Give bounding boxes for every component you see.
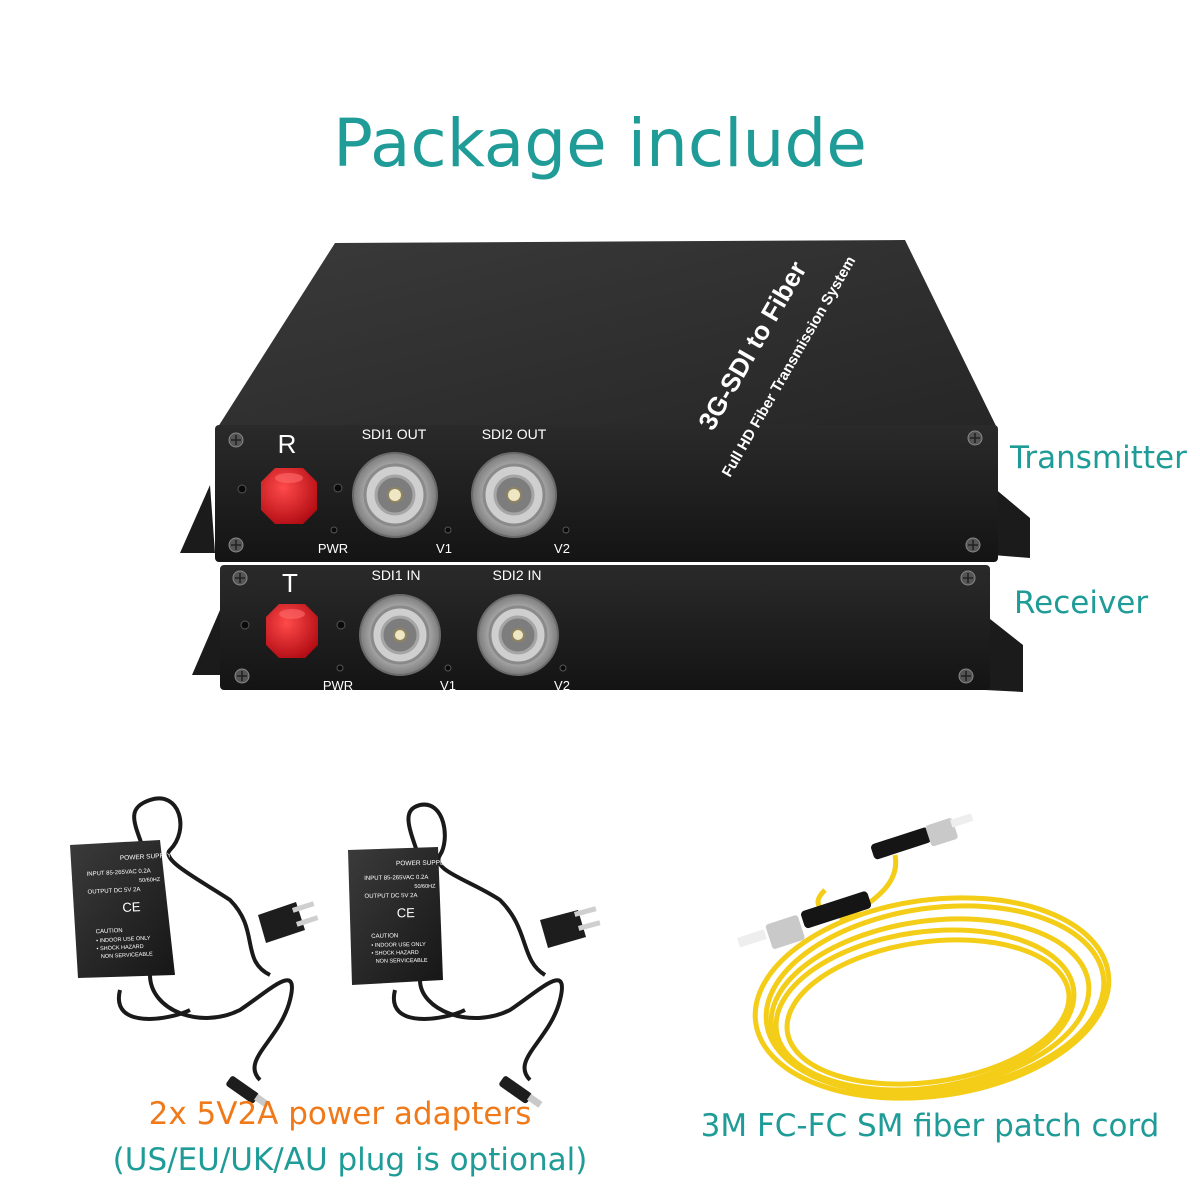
- power-caption-line1: 2x 5V2A power adapters: [148, 1096, 532, 1132]
- adapter-body: [70, 840, 175, 978]
- power-cable: [148, 974, 294, 1082]
- adapter-line: • SHOCK HAZARD: [371, 950, 418, 957]
- screw-icon: [234, 668, 250, 684]
- device-front-panel: [220, 565, 990, 690]
- screw-icon: [965, 537, 981, 553]
- fiber-caption: 3M FC-FC SM fiber patch cord: [700, 1108, 1160, 1144]
- transmitter-label: Transmitter: [1010, 440, 1187, 476]
- v1-label: V1: [436, 541, 452, 556]
- device-top-lid: [216, 240, 998, 430]
- port-label-sdi2: SDI2 IN: [492, 567, 541, 583]
- power-cable: [418, 978, 564, 1082]
- screw-icon: [958, 668, 974, 684]
- ce-mark: CE: [122, 899, 141, 915]
- led-indicator: [240, 620, 250, 630]
- dc-plug-icon: [226, 1076, 270, 1108]
- plug-icon: [258, 901, 319, 943]
- led-indicator: [336, 620, 346, 630]
- adapter-freq: 50/60HZ: [414, 884, 436, 890]
- ce-mark: CE: [397, 905, 416, 920]
- receiver-unit: T SDI1 IN SDI2 IN PWR V1 V2: [192, 565, 1023, 693]
- left-mount-ear: [192, 610, 224, 675]
- power-cable: [132, 796, 271, 977]
- v2-label: V2: [554, 541, 570, 556]
- adapter-output: OUTPUT DC 5V 2A: [364, 893, 417, 900]
- v1-label: V1: [440, 678, 456, 693]
- screw-icon: [960, 570, 976, 586]
- bnc-port-icon[interactable]: [352, 452, 438, 538]
- power-cable: [406, 802, 547, 977]
- screw-icon: [228, 432, 244, 448]
- led-indicator: [336, 664, 344, 672]
- adapter-input: INPUT 85-265VAC 0.2A: [87, 868, 151, 877]
- adapter-freq: 50/60HZ: [139, 877, 161, 884]
- left-mount-ear: [180, 485, 215, 553]
- port-label-sdi1: SDI1 OUT: [362, 426, 427, 442]
- adapter-caution: CAUTION: [371, 933, 398, 939]
- led-indicator: [559, 664, 567, 672]
- v2-label: V2: [554, 678, 570, 693]
- screw-icon: [967, 430, 983, 446]
- adapter-line: NON SERVICEABLE: [376, 958, 428, 965]
- adapter-line: NON SERVICEABLE: [101, 951, 153, 960]
- fc-connector-icon: [737, 891, 872, 949]
- led-indicator: [330, 526, 338, 534]
- led-indicator: [444, 526, 452, 534]
- unit-letter: T: [282, 568, 298, 598]
- adapter-input: INPUT 85-265VAC 0.2A: [364, 875, 428, 882]
- screw-icon: [232, 570, 248, 586]
- adapter-heading: POWER SUPPLY: [396, 859, 448, 867]
- adapter-line: • INDOOR USE ONLY: [371, 942, 426, 949]
- power-caption-line2: (US/EU/UK/AU plug is optional): [112, 1142, 588, 1178]
- fc-connector-icon[interactable]: [266, 604, 318, 658]
- adapter-line: • SHOCK HAZARD: [96, 944, 143, 952]
- plug-icon: [540, 906, 601, 948]
- adapter-heading: POWER SUPPLY: [120, 852, 172, 862]
- port-label-sdi1: SDI1 IN: [371, 567, 420, 583]
- power-adapter-2: POWER SUPPLY INPUT 85-265VAC 0.2A 50/60H…: [348, 802, 601, 1108]
- led-indicator: [562, 526, 570, 534]
- adapter-body: [348, 847, 443, 985]
- transmitter-unit: 3G-SDI to Fiber Full HD Fiber Transmissi…: [180, 240, 1030, 562]
- fc-connector-icon: [871, 813, 974, 860]
- page-title: Package include: [333, 105, 867, 182]
- adapter-output: OUTPUT DC 5V 2A: [87, 887, 140, 896]
- adapter-line: • INDOOR USE ONLY: [96, 936, 151, 945]
- bnc-port-icon[interactable]: [471, 452, 557, 538]
- right-mount-ear: [993, 487, 1030, 558]
- fiber-patch-cord: [752, 854, 1112, 1101]
- pwr-label: PWR: [318, 541, 348, 556]
- adapter-caution: CAUTION: [96, 928, 123, 935]
- led-indicator: [333, 483, 343, 493]
- power-adapter-1: POWER SUPPLY INPUT 85-265VAC 0.2A 50/60H…: [70, 796, 319, 1108]
- dc-plug-icon: [499, 1076, 543, 1108]
- fc-connector-icon[interactable]: [261, 468, 317, 524]
- screw-icon: [228, 537, 244, 553]
- bnc-port-icon[interactable]: [477, 594, 559, 676]
- led-indicator: [444, 664, 452, 672]
- right-mount-ear: [985, 615, 1023, 692]
- unit-letter: R: [278, 429, 297, 459]
- pwr-label: PWR: [323, 678, 353, 693]
- receiver-label: Receiver: [1014, 585, 1149, 621]
- port-label-sdi2: SDI2 OUT: [482, 426, 547, 442]
- bnc-port-icon[interactable]: [359, 594, 441, 676]
- led-indicator: [237, 484, 247, 494]
